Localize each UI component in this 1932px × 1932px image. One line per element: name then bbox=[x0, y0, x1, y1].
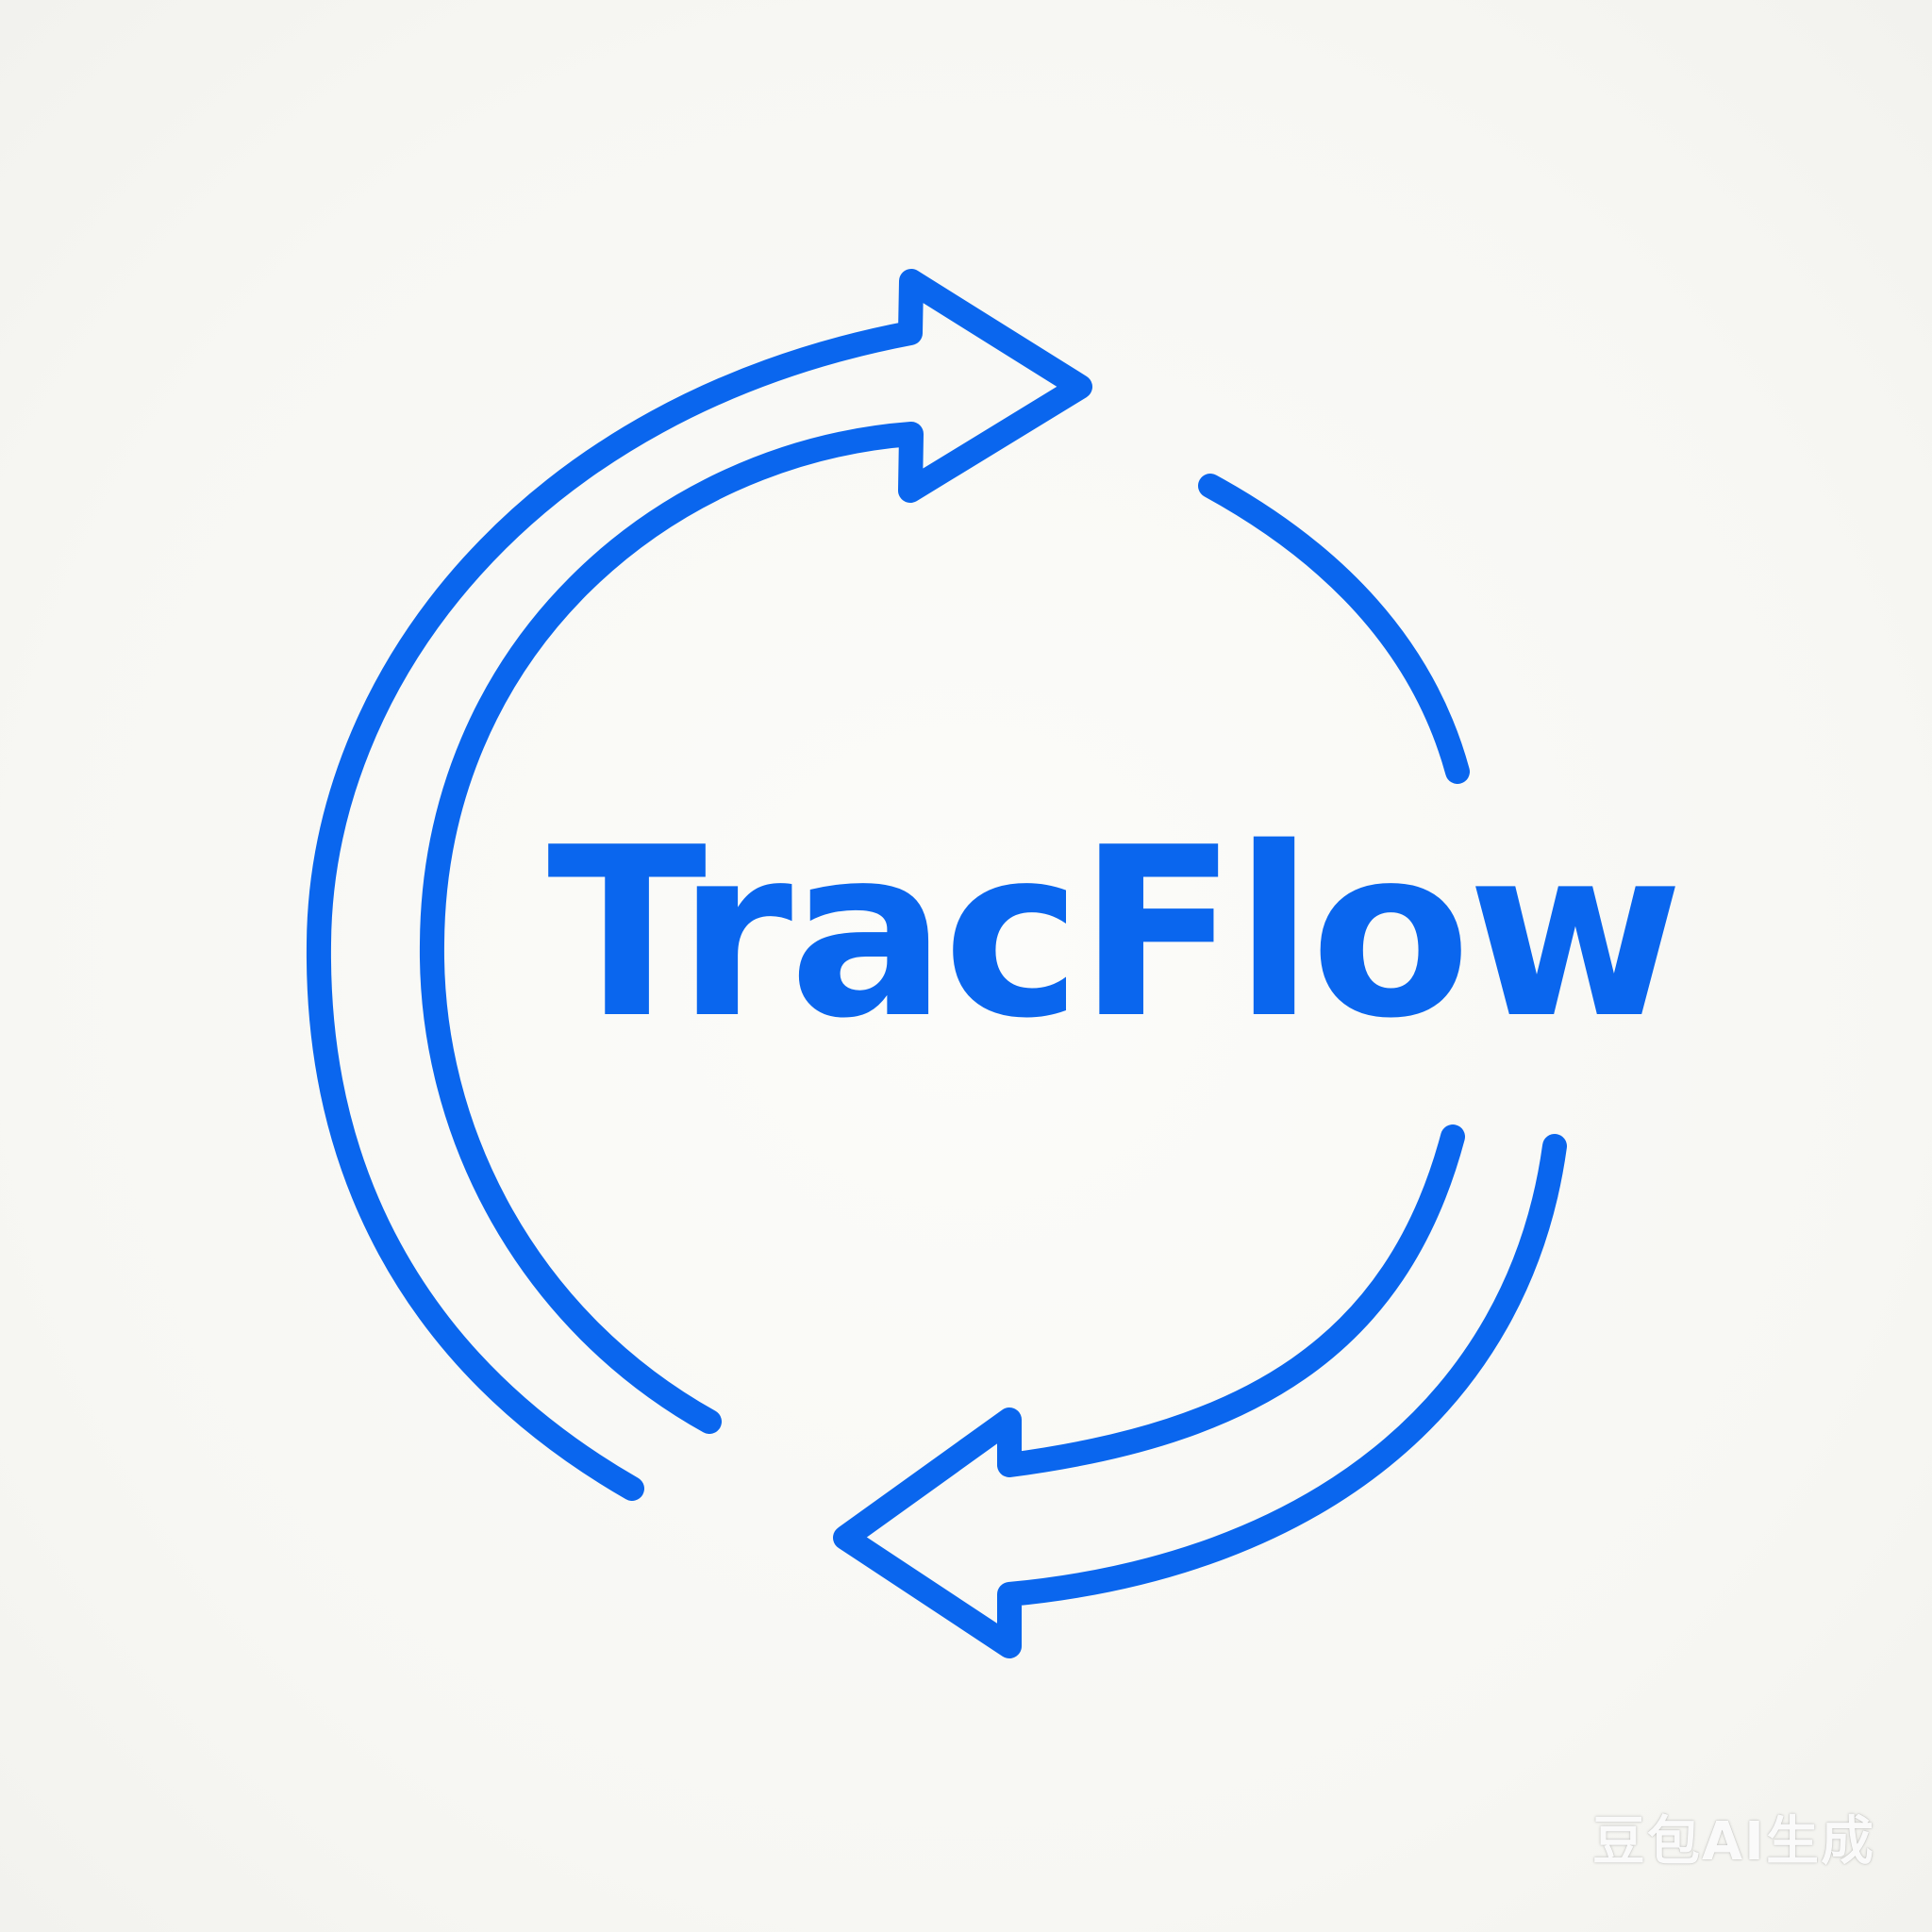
lower-arrow-outline bbox=[833, 1124, 1567, 1658]
brand-name: TracFlow bbox=[547, 798, 1683, 1070]
upper-arrow-outline bbox=[306, 269, 1092, 1501]
upper-right-arc bbox=[1198, 474, 1470, 784]
brand-wordmark: TracFlow bbox=[547, 811, 1683, 1057]
ai-generated-watermark: 豆包AI生成 bbox=[1591, 1811, 1875, 1873]
